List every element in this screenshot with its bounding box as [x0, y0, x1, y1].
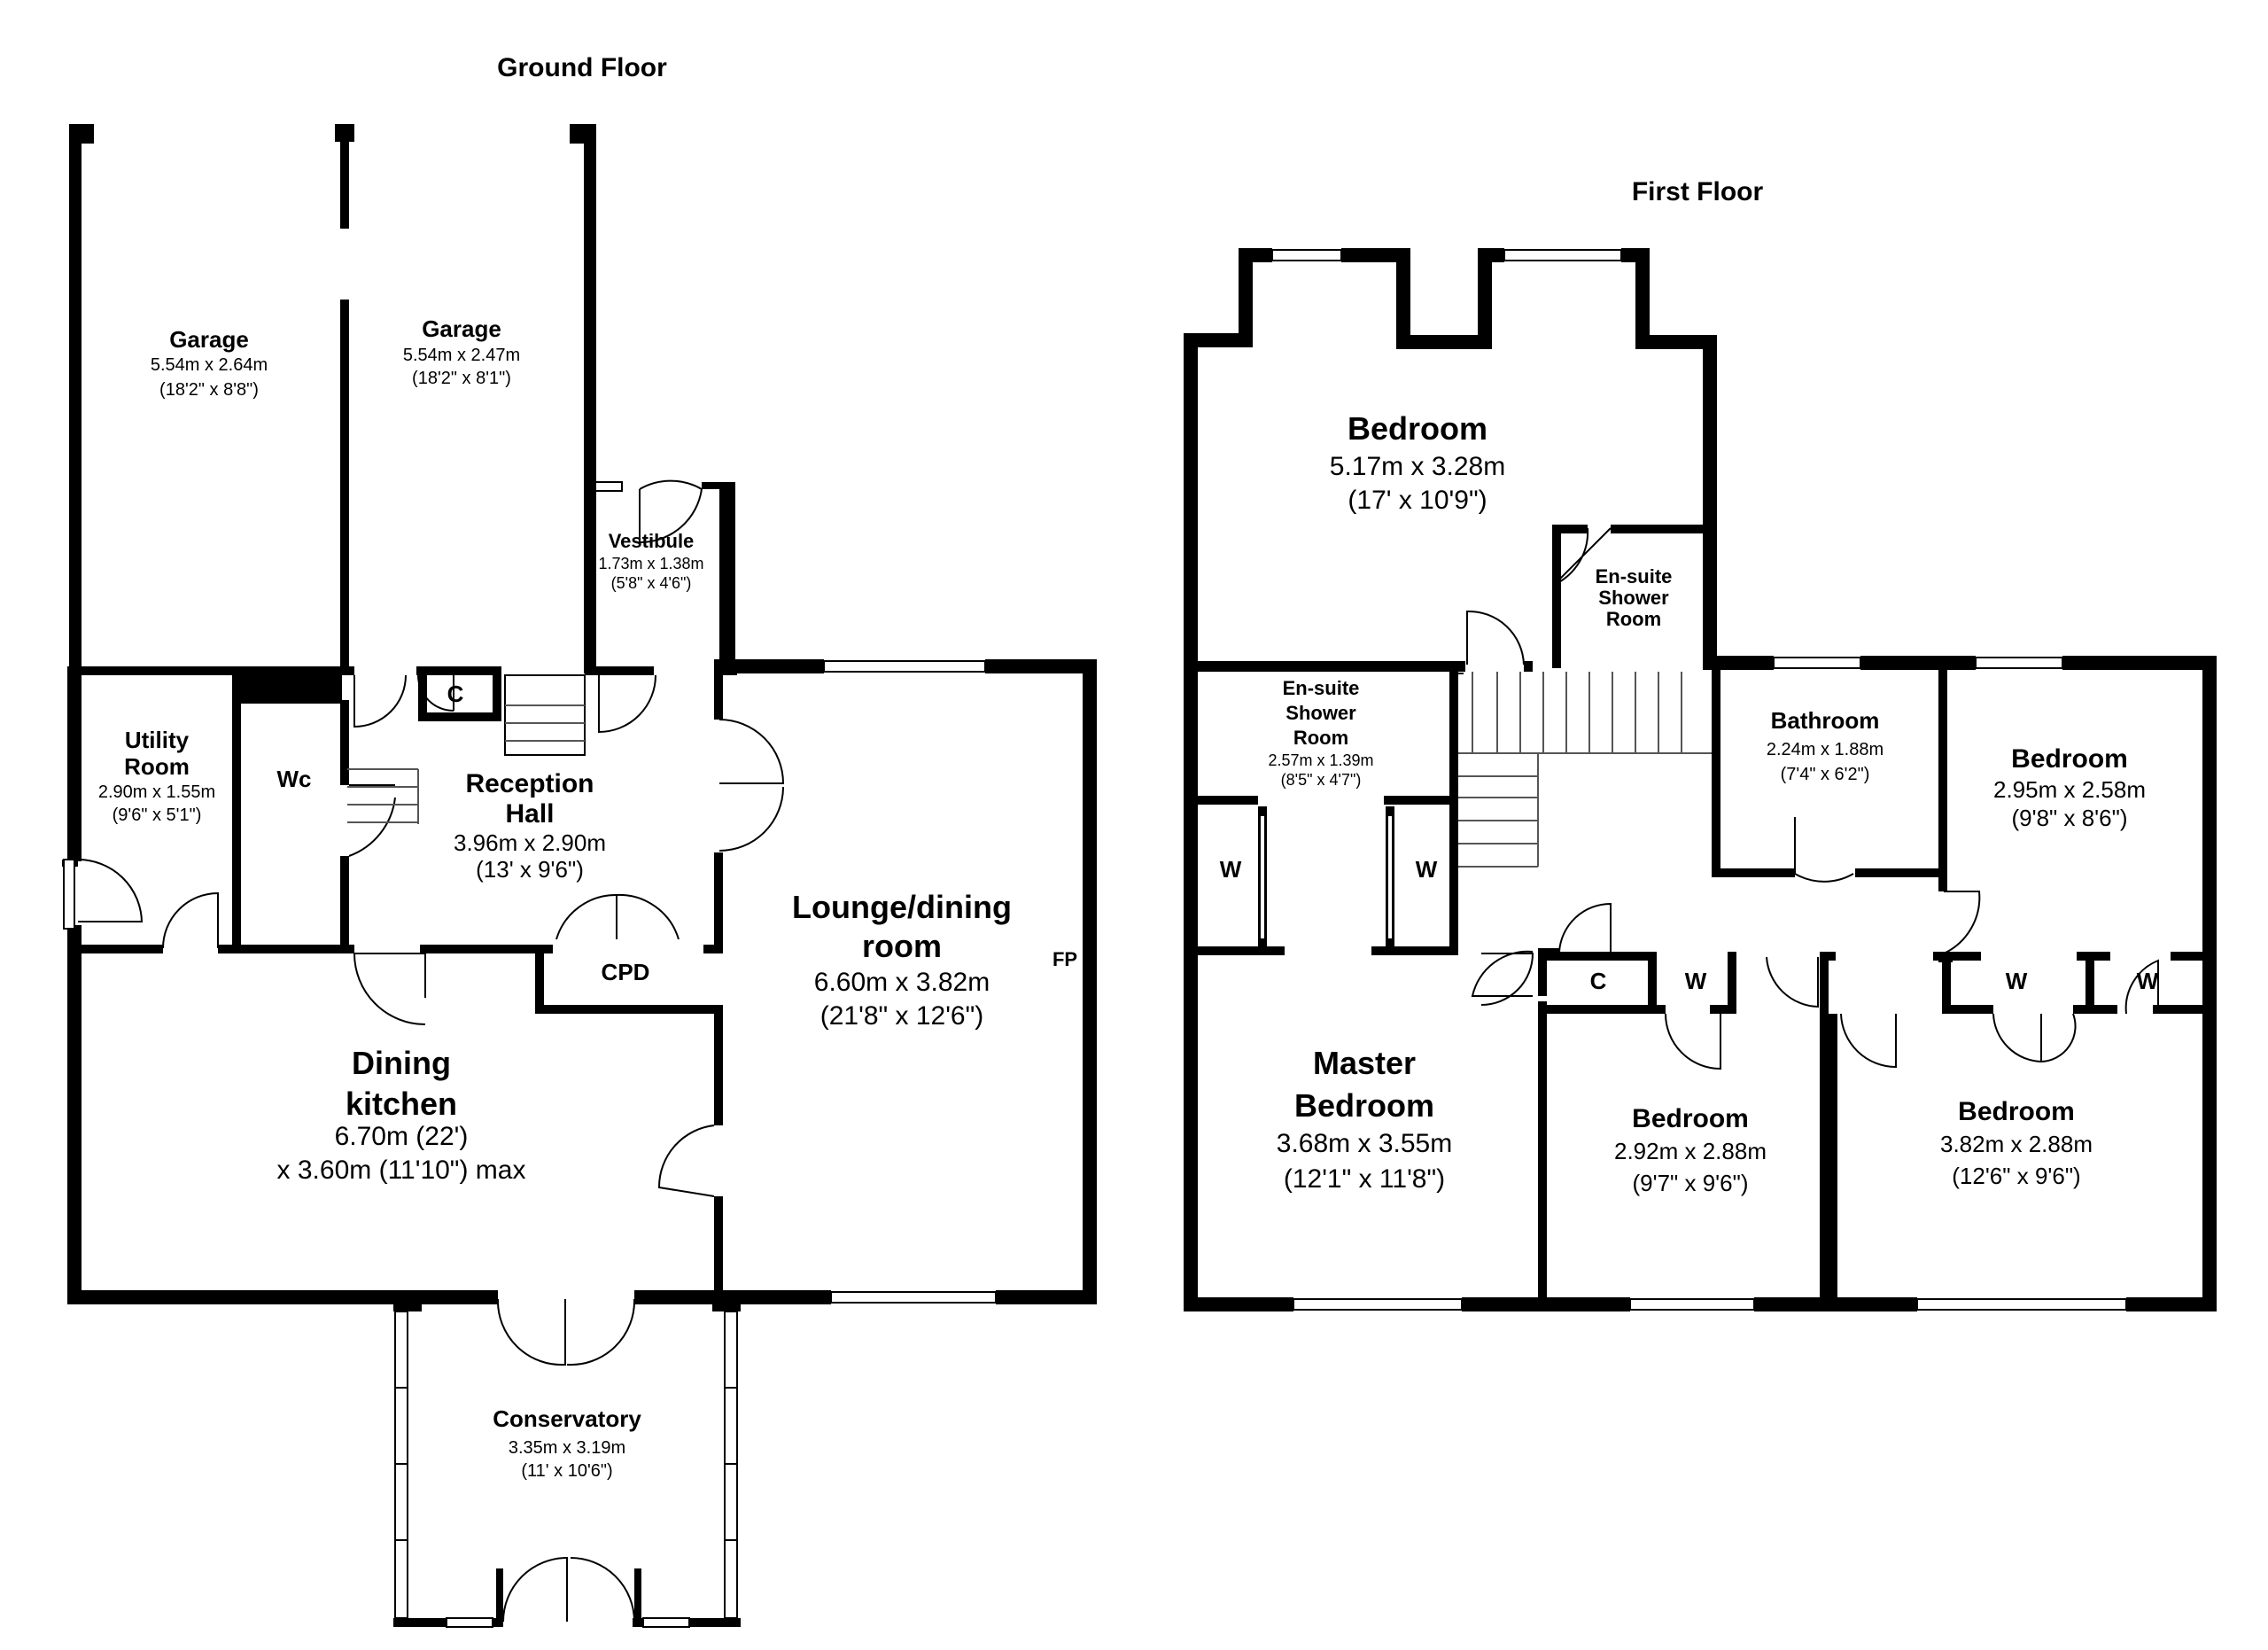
room-name-line-2: Shower: [1598, 587, 1669, 609]
room-imperial: (8'5" x 4'7"): [1281, 771, 1362, 789]
room-imperial: (7'4" x 6'2"): [1781, 765, 1870, 784]
room-name-line-1: Master: [1313, 1045, 1416, 1081]
room-metric: 3.96m x 2.90m: [454, 829, 606, 856]
room-name: Bedroom: [1348, 410, 1487, 447]
room-name: Garage: [422, 315, 501, 342]
room-name-line-2: kitchen: [346, 1086, 457, 1122]
room-name-line-1: Reception: [465, 769, 594, 798]
room-name-line-1: Dining: [352, 1045, 451, 1081]
ground-floor-stairs: [347, 704, 585, 824]
room-metric: 5.17m x 3.28m: [1330, 452, 1505, 481]
room-imperial: (12'1" x 11'8"): [1284, 1164, 1445, 1194]
room-name-line-3: Room: [1606, 608, 1661, 630]
room-imperial: (18'2" x 8'1"): [412, 369, 511, 388]
room-name-line-1: Utility: [125, 727, 190, 753]
room-imperial: (18'2" x 8'8"): [159, 380, 259, 400]
room-metric: 2.92m x 2.88m: [1614, 1138, 1767, 1164]
room-metric: 5.54m x 2.64m: [151, 355, 268, 375]
room-lounge-dining: Lounge/dining room 6.60m x 3.82m (21'8" …: [792, 889, 1077, 1031]
room-name: Bedroom: [1958, 1097, 2075, 1126]
first-floor-doors: [1458, 527, 2159, 1070]
first-floor-stairs: [1458, 672, 1712, 868]
room-imperial: (9'7" x 9'6"): [1633, 1170, 1749, 1196]
ground-floor-doors: [77, 479, 785, 1623]
ground-floor-windows: [63, 481, 997, 1628]
room-name-line-3: Room: [1293, 727, 1348, 749]
room-name: Bedroom: [1632, 1104, 1749, 1133]
room-imperial: (9'6" x 5'1"): [113, 806, 202, 825]
room-bedroom-bottom-right: Bedroom 3.82m x 2.88m (12'6" x 9'6"): [1940, 1097, 2093, 1189]
room-metric: 5.54m x 2.47m: [403, 346, 520, 365]
room-reception-hall: Reception Hall 3.96m x 2.90m (13' x 9'6"…: [454, 769, 606, 883]
room-metric: 2.95m x 2.58m: [1993, 776, 2146, 803]
room-garage-2: Garage 5.54m x 2.47m (18'2" x 8'1"): [403, 315, 520, 388]
wardrobe-label: W: [1220, 856, 1242, 883]
room-metric: 2.90m x 1.55m: [98, 782, 215, 802]
room-name: Vestibule: [609, 530, 695, 552]
room-name-line-1: Lounge/dining: [792, 889, 1012, 925]
ground-floor-walls: [62, 124, 1097, 1627]
room-metric: 3.68m x 3.55m: [1277, 1129, 1452, 1158]
room-name: Bedroom: [2011, 744, 2128, 774]
room-metric: 3.35m x 3.19m: [509, 1438, 625, 1458]
room-bathroom: Bathroom 2.24m x 1.88m (7'4" x 6'2"): [1767, 707, 1884, 784]
room-bedroom-top: Bedroom 5.17m x 3.28m (17' x 10'9"): [1330, 410, 1505, 515]
ground-floor-plan: Ground Floor: [62, 53, 1097, 1628]
room-name-line-2: Room: [124, 753, 190, 780]
wardrobe-label: W: [2137, 968, 2159, 994]
ground-floor-labels: Garage 5.54m x 2.64m (18'2" x 8'8") Gara…: [98, 315, 1077, 1481]
ground-floor-title: Ground Floor: [497, 53, 667, 82]
room-utility: Utility Room 2.90m x 1.55m (9'6" x 5'1"): [98, 727, 215, 825]
room-ensuite-top: En-suite Shower Room: [1596, 565, 1673, 630]
first-floor-title: First Floor: [1632, 177, 1764, 206]
room-detail-line-2: x 3.60m (11'10") max: [277, 1156, 526, 1185]
room-wc: Wc: [277, 766, 312, 792]
room-imperial: (9'8" x 8'6"): [2012, 805, 2128, 831]
room-bedroom-middle: Bedroom 2.92m x 2.88m (9'7" x 9'6"): [1614, 1104, 1767, 1196]
room-imperial: (13' x 9'6"): [476, 856, 584, 883]
room-name-line-2: Bedroom: [1294, 1087, 1434, 1124]
room-name-line-2: Hall: [505, 799, 554, 829]
first-floor-labels: Bedroom 5.17m x 3.28m (17' x 10'9") En-s…: [1220, 410, 2159, 1196]
room-cpd: CPD: [602, 959, 650, 985]
room-vestibule: Vestibule 1.73m x 1.38m (5'8" x 4'6"): [598, 530, 703, 592]
room-metric: 6.60m x 3.82m: [814, 968, 990, 997]
room-name: Garage: [169, 326, 249, 353]
room-imperial: (5'8" x 4'6"): [611, 574, 692, 592]
room-metric: 2.24m x 1.88m: [1767, 740, 1884, 759]
room-metric: 1.73m x 1.38m: [598, 555, 703, 572]
room-detail-line-1: 6.70m (22'): [335, 1122, 469, 1151]
room-imperial: (11' x 10'6"): [521, 1461, 612, 1481]
room-name-line-1: En-suite: [1596, 565, 1673, 588]
room-garage-1: Garage 5.54m x 2.64m (18'2" x 8'8"): [151, 326, 268, 400]
room-cupboard: C: [447, 681, 464, 707]
room-dining-kitchen: Dining kitchen 6.70m (22') x 3.60m (11'1…: [277, 1045, 526, 1185]
wardrobe-label: W: [2006, 968, 2028, 994]
room-name: Bathroom: [1771, 707, 1880, 734]
room-ensuite-left: En-suite Shower Room 2.57m x 1.39m (8'5"…: [1268, 677, 1373, 789]
room-name-line-2: Shower: [1285, 702, 1356, 724]
room-imperial: (12'6" x 9'6"): [1952, 1163, 2080, 1189]
wardrobe-label: W: [1416, 856, 1438, 883]
room-master-bedroom: Master Bedroom 3.68m x 3.55m (12'1" x 11…: [1277, 1045, 1452, 1194]
room-bedroom-right: Bedroom 2.95m x 2.58m (9'8" x 8'6"): [1993, 744, 2146, 831]
room-conservatory: Conservatory 3.35m x 3.19m (11' x 10'6"): [493, 1405, 641, 1481]
room-imperial: (21'8" x 12'6"): [820, 1001, 984, 1031]
room-metric: 2.57m x 1.39m: [1268, 751, 1373, 769]
first-floor-windows: [1259, 249, 2127, 1311]
cupboard-label: C: [1590, 968, 1607, 994]
room-metric: 3.82m x 2.88m: [1940, 1131, 2093, 1157]
first-floor-walls: [1184, 248, 2217, 1311]
room-imperial: (17' x 10'9"): [1348, 486, 1487, 515]
wardrobe-label: W: [1685, 968, 1707, 994]
fireplace-note: FP: [1052, 948, 1077, 970]
room-name: Conservatory: [493, 1405, 641, 1432]
room-name-line-1: En-suite: [1283, 677, 1360, 699]
room-name-line-2: room: [862, 928, 942, 964]
first-floor-plan: First Floor: [1184, 177, 2217, 1311]
